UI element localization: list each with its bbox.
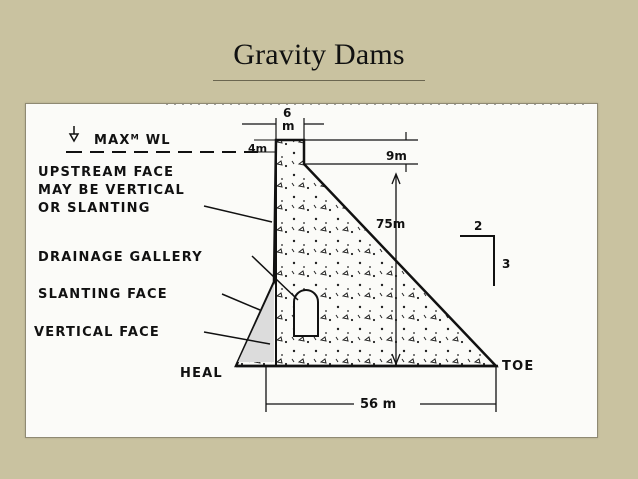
drainage-gallery-pointer [251,255,299,301]
upstream-face-label-2: MAY BE VERTICAL [38,183,185,198]
crest-drop-value: 9m [386,149,407,163]
drainage-gallery-shape [293,289,319,337]
upstream-face-label-3: OR SLANTING [38,201,151,216]
dam-diagram: MAXᴹ WL 6 m 4m 9m 75m 2 3 56 m UPSTREAM … [34,104,586,412]
diagram-panel: MAXᴹ WL 6 m 4m 9m 75m 2 3 56 m UPSTREAM … [25,103,598,438]
water-level-triangle-icon [68,133,80,143]
freeboard-value: 4m [248,142,267,155]
crest-drop-dimension-line [304,132,418,172]
water-level-label: MAXᴹ WL [94,133,171,148]
top-width-dimension-line [242,118,324,140]
base-width-value: 56 m [360,397,396,412]
top-width-value: 6 [283,106,291,120]
slanting-face-label: SLANTING FACE [38,287,168,302]
height-value: 75m [376,217,405,231]
slide-title: Gravity Dams [233,38,405,71]
vertical-face-label: VERTICAL FACE [34,325,160,340]
toe-label: TOE [502,359,534,374]
upstream-face-label-1: UPSTREAM FACE [38,165,174,180]
upstream-face-pointer [203,205,273,223]
slanting-face-pointer [221,293,261,311]
slope-vertical: 3 [502,257,510,271]
title-underline [213,80,425,81]
heal-label: HEAL [180,366,223,381]
freeboard-lines [254,139,276,153]
top-width-unit: m [282,119,295,133]
slope-horizontal: 2 [474,219,482,233]
vertical-face-pointer [203,331,271,345]
drainage-gallery-label: DRAINAGE GALLERY [38,250,203,265]
slope-indicator [460,235,495,286]
